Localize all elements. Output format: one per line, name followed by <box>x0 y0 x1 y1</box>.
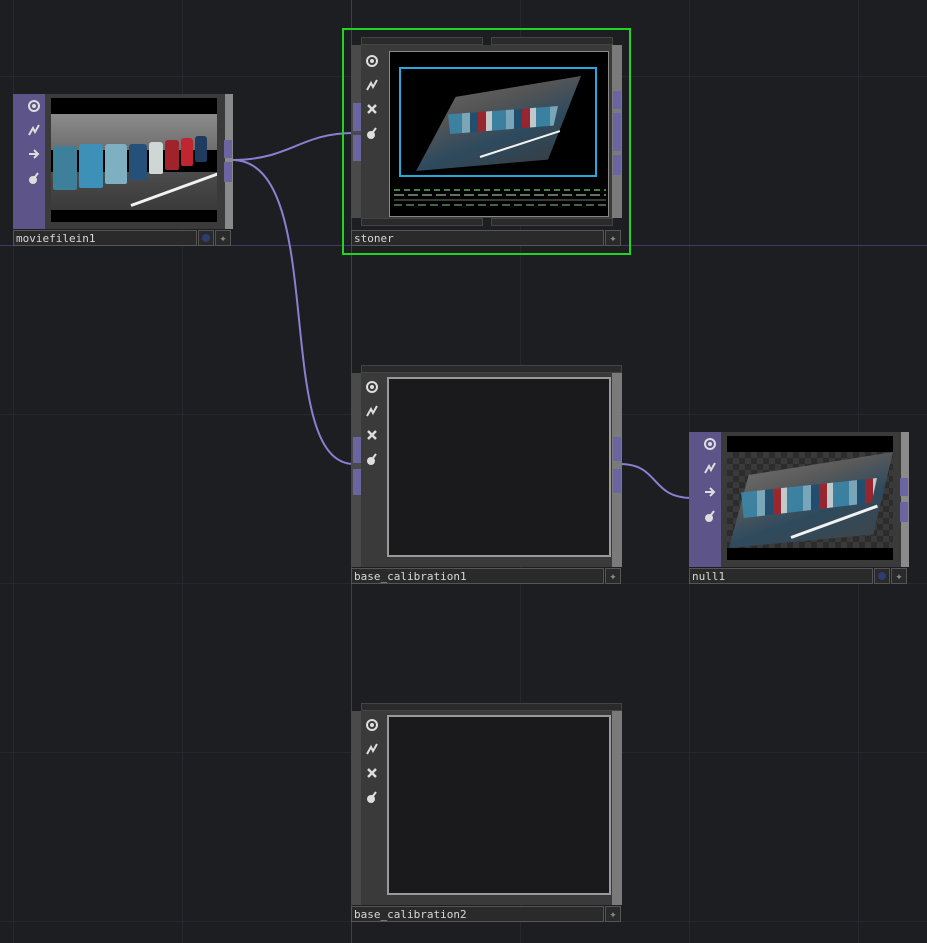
node-base-calibration1[interactable]: base_calibration1 ✦ <box>351 365 622 584</box>
input-port[interactable] <box>353 437 361 463</box>
node-null1[interactable]: null1 ✦ <box>689 432 909 584</box>
bypass-icon[interactable] <box>361 737 383 761</box>
viewer-toggle-icon[interactable] <box>361 375 383 399</box>
viewer-toggle-icon[interactable] <box>361 713 383 737</box>
viewer-toggle-icon[interactable] <box>699 432 721 456</box>
node-stoner[interactable]: stoner ✦ <box>351 37 622 246</box>
output-port[interactable] <box>613 437 621 461</box>
viewer-toggle-icon[interactable] <box>361 49 383 73</box>
node-flags-button[interactable]: ✦ <box>605 230 621 246</box>
output-port[interactable] <box>613 113 621 151</box>
node-label[interactable]: null1 <box>689 568 873 584</box>
close-icon[interactable] <box>361 97 383 121</box>
bypass-icon[interactable] <box>23 118 45 142</box>
arrow-right-icon[interactable] <box>23 142 45 166</box>
wire-moviefilein1-base-calibration1 <box>231 159 355 465</box>
viewer-active-button[interactable] <box>198 230 214 246</box>
input-port[interactable] <box>353 469 361 495</box>
node-label[interactable]: base_calibration2 <box>351 906 604 922</box>
output-port[interactable] <box>613 155 621 175</box>
output-port[interactable] <box>224 140 232 158</box>
input-port[interactable] <box>353 103 361 131</box>
arrow-right-icon[interactable] <box>699 480 721 504</box>
node-flags-button[interactable]: ✦ <box>891 568 907 584</box>
selection-highlight <box>342 28 631 255</box>
output-port[interactable] <box>900 502 908 522</box>
node-flags-button[interactable]: ✦ <box>605 906 621 922</box>
wire-base-calibration1-null1 <box>619 463 693 499</box>
stoner-viewer <box>389 51 609 217</box>
close-icon[interactable] <box>361 423 383 447</box>
node-base-calibration2[interactable]: base_calibration2 ✦ <box>351 703 622 922</box>
lock-icon[interactable] <box>23 166 45 190</box>
node-label[interactable]: moviefilein1 <box>13 230 197 246</box>
output-port[interactable] <box>613 469 621 493</box>
lock-icon[interactable] <box>699 504 721 528</box>
node-label[interactable]: base_calibration1 <box>351 568 604 584</box>
bypass-icon[interactable] <box>361 73 383 97</box>
lock-icon[interactable] <box>361 447 383 471</box>
wire-moviefilein1-stoner <box>231 132 355 161</box>
input-port[interactable] <box>353 135 361 161</box>
lock-icon[interactable] <box>361 785 383 809</box>
node-flags-button[interactable]: ✦ <box>605 568 621 584</box>
viewer-active-button[interactable] <box>874 568 890 584</box>
bypass-icon[interactable] <box>361 399 383 423</box>
bypass-icon[interactable] <box>699 456 721 480</box>
viewer-toggle-icon[interactable] <box>23 94 45 118</box>
lock-icon[interactable] <box>361 121 383 145</box>
node-label[interactable]: stoner <box>351 230 604 246</box>
close-icon[interactable] <box>361 761 383 785</box>
output-port[interactable] <box>224 162 232 182</box>
node-flags-button[interactable]: ✦ <box>215 230 231 246</box>
output-port[interactable] <box>900 478 908 496</box>
moviefilein1-viewer <box>51 98 217 222</box>
node-moviefilein1[interactable]: moviefilein1 ✦ <box>13 94 233 246</box>
output-port[interactable] <box>613 91 621 109</box>
base-calibration2-viewer <box>387 715 611 895</box>
null1-viewer <box>727 436 893 560</box>
base-calibration1-viewer <box>387 377 611 557</box>
